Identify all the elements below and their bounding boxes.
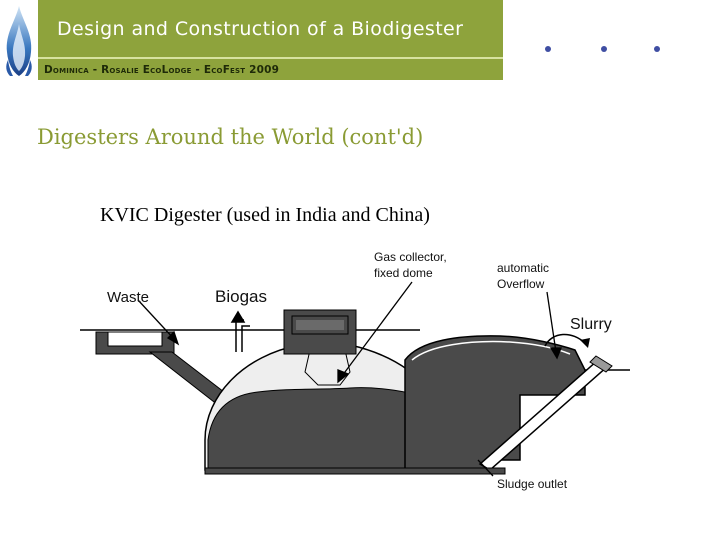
fixed-dome-collector	[283, 309, 357, 355]
slide-title: Digesters Around the World (cont'd)	[37, 125, 424, 149]
banner-subtitle: Dominica - Rosalie EcoLodge - EcoFest 20…	[44, 64, 280, 76]
flame-logo	[0, 0, 38, 80]
banner-divider	[38, 57, 503, 59]
arrowhead-icon	[580, 338, 590, 348]
digester-base	[204, 467, 506, 475]
decorative-dot	[654, 46, 660, 52]
label-automatic: automatic	[497, 261, 549, 275]
diagram-caption: KVIC Digester (used in India and China)	[100, 204, 430, 226]
label-sludge-outlet: Sludge outlet	[497, 477, 568, 491]
decorative-dot	[545, 46, 551, 52]
kvic-digester-diagram: Waste Biogas Gas collector, fixed dome a…	[80, 250, 630, 491]
header-banner: Design and Construction of a Biodigester…	[0, 0, 503, 80]
label-slurry: Slurry	[570, 316, 612, 333]
decorative-dot	[601, 46, 607, 52]
label-gas-collector: Gas collector,	[374, 250, 447, 264]
label-fixed-dome: fixed dome	[374, 266, 433, 280]
label-overflow: Overflow	[497, 277, 545, 291]
pointer-lines	[137, 281, 562, 477]
label-waste: Waste	[107, 289, 149, 306]
biogas-outlet-pipe	[230, 310, 250, 352]
flame-icon	[6, 6, 32, 76]
banner-title: Design and Construction of a Biodigester	[57, 18, 464, 40]
label-biogas: Biogas	[215, 287, 267, 306]
